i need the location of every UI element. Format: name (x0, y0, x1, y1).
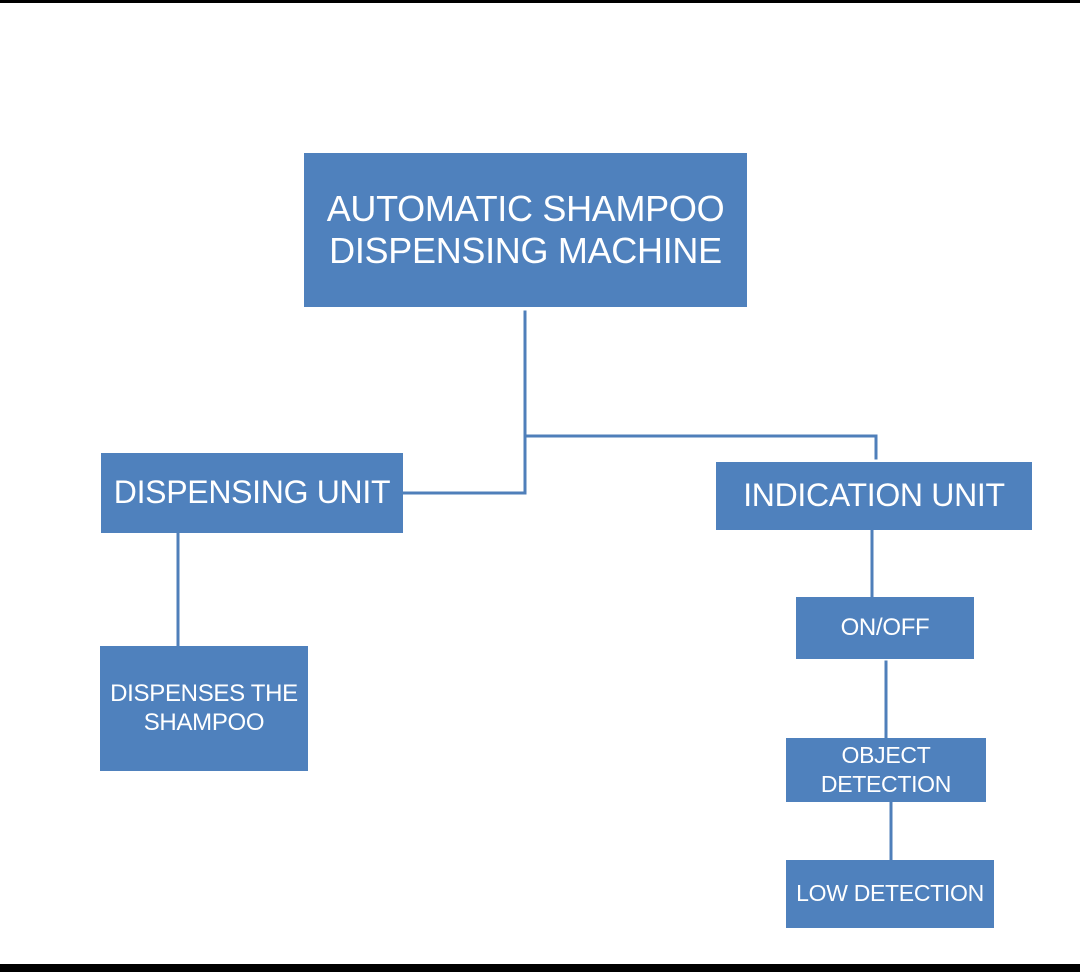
node-object-detection: OBJECT DETECTION (786, 738, 986, 802)
node-on-off: ON/OFF (796, 597, 974, 659)
node-indication-unit: INDICATION UNIT (716, 462, 1032, 530)
node-low-detection: LOW DETECTION (786, 860, 994, 928)
node-dispenses-the-shampoo: DISPENSES THE SHAMPOO (100, 646, 308, 771)
node-automatic-shampoo-dispensing-machine: AUTOMATIC SHAMPOO DISPENSING MACHINE (304, 153, 747, 307)
node-dispensing-unit: DISPENSING UNIT (101, 453, 403, 533)
